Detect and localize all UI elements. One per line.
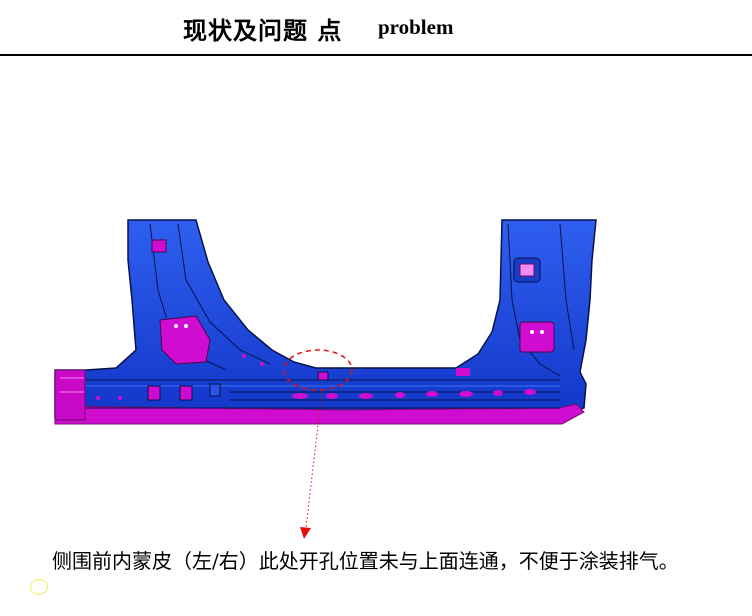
callout-arrowhead [300, 527, 311, 539]
page-title-english: problem [378, 15, 454, 39]
cursor-highlight [30, 579, 48, 595]
callout-leader-line [305, 389, 323, 529]
front-pillar-pad [159, 315, 211, 365]
page-header: 现状及问题 点 problem [0, 0, 752, 54]
header-divider [0, 54, 752, 56]
panel-body [54, 219, 597, 419]
problem-description: 侧围前内蒙皮（左/右）此处开孔位置未与上面连通，不便于涂装排气。 [52, 549, 679, 573]
page-title: 现状及问题 点 [183, 17, 343, 45]
problem-highlight-circle [283, 349, 353, 391]
rear-pillar-pad [519, 321, 555, 353]
